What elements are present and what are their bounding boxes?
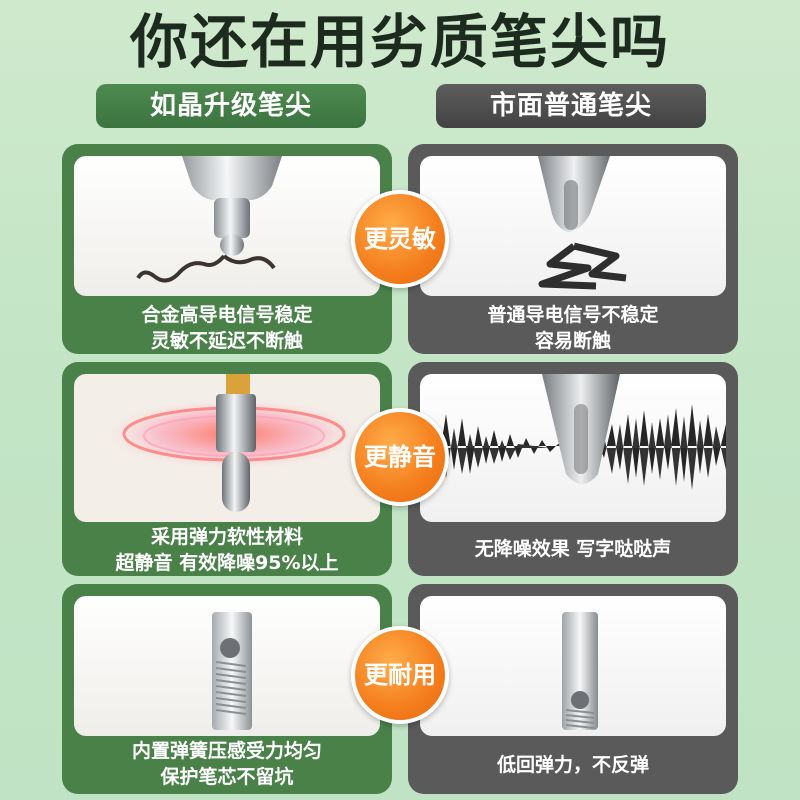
ordinary-tip-rebound-card: 低回弹力，不反弹 [408,584,738,794]
caption-line: 无降噪效果 写字哒哒声 [474,538,672,560]
caption-line: 低回弹力，不反弹 [496,754,649,776]
ordinary-tip-noise-card: 无降噪效果 写字哒哒声 [408,362,738,576]
column-header-ordinary: 市面普通笔尖 [436,84,706,128]
column-header-upgraded: 如晶升级笔尖 [96,84,366,128]
badge-more-silent: 更静音 [351,408,449,506]
badge-more-durable: 更耐用 [351,626,449,724]
silent-tip-image [104,374,364,512]
caption-line: 超静音 有效降噪95%以上 [115,552,339,574]
ordinary-tip-noise-photo [420,374,726,522]
upgraded-tip-durable-photo [74,596,380,736]
caption-line: 容易断触 [534,330,611,352]
spring-tip-image [212,612,252,730]
caption-line: 灵敏不延迟不断触 [150,330,303,352]
badge-more-sensitive: 更灵敏 [351,190,449,288]
upgraded-tip-silent-card: 采用弹力软性材料 超静音 有效降噪95%以上 [62,362,392,576]
upgraded-tip-image [136,156,282,283]
ordinary-tip-image [538,156,627,290]
caption-line: 内置弹簧压感受力均匀 [131,740,322,762]
ordinary-tip-photo [420,156,726,296]
upgraded-tip-photo [74,156,380,296]
page-title: 你还在用劣质笔尖吗 [129,8,670,76]
upgraded-tip-silent-photo [74,374,380,522]
ordinary-tip-sensitivity-card: 普通导电信号不稳定 容易断触 [408,144,738,354]
caption-line: 保护笔芯不留坑 [160,766,294,788]
caption-line: 采用弹力软性材料 [150,526,303,548]
caption-line: 合金高导电信号稳定 [141,304,313,326]
ordinary-tip-rebound-photo [420,596,726,736]
weak-spring-tip-image [562,612,598,730]
upgraded-tip-sensitivity-card: 合金高导电信号稳定 灵敏不延迟不断触 [62,144,392,354]
upgraded-tip-durable-card: 内置弹簧压感受力均匀 保护笔芯不留坑 [62,584,392,794]
noise-wave-image [420,374,726,490]
caption-line: 普通导电信号不稳定 [487,304,659,326]
